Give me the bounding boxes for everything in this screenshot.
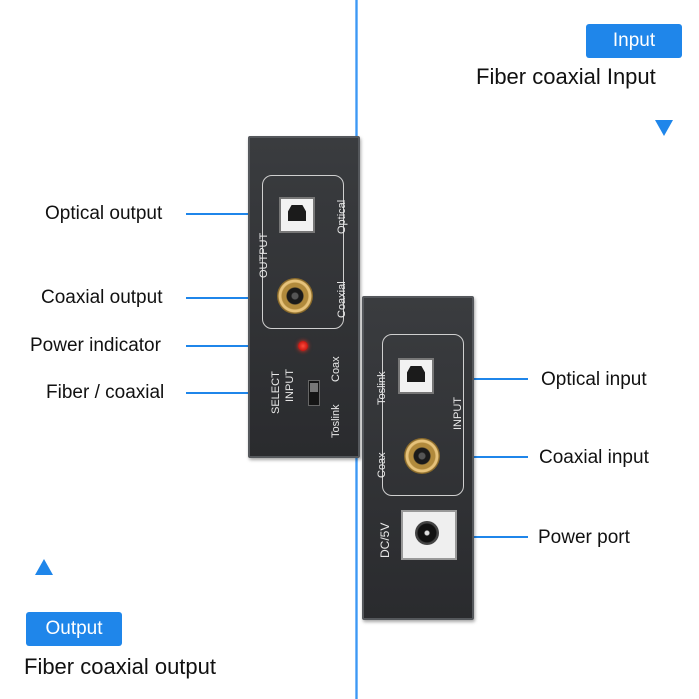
toslink-switch-text: Toslink [330, 404, 342, 438]
down-arrow-icon [655, 120, 673, 136]
toslink-input-text: Toslink [376, 371, 388, 405]
input-text: INPUT [284, 369, 296, 402]
optical-input-line [462, 378, 528, 380]
optical-output-line [186, 213, 272, 215]
power-indicator-label: Power indicator [30, 335, 161, 356]
fiber-coaxial-label: Fiber / coaxial [46, 382, 165, 403]
coaxial-input-line [462, 456, 528, 458]
output-title: Fiber coaxial output [24, 654, 216, 679]
select-text: SELECT [270, 371, 282, 414]
input-tag: Input [586, 24, 682, 58]
input-title: Fiber coaxial Input [476, 64, 656, 89]
dc-5v-text: DC/5V [378, 522, 392, 558]
coaxial-output-label: Coaxial output [41, 287, 163, 308]
input-select-switch[interactable] [308, 380, 320, 406]
output-tag: Output [26, 612, 122, 646]
coaxial-input-label: Coaxial input [539, 447, 649, 468]
input-label-text: INPUT [452, 397, 464, 430]
output-port-frame [262, 175, 344, 329]
coax-switch-text: Coax [330, 356, 342, 382]
coaxial-text: Coaxial [336, 281, 348, 318]
output-text: OUTPUT [258, 232, 270, 278]
coaxial-output-port [277, 278, 313, 314]
power-port-line [462, 536, 528, 538]
up-arrow-icon [35, 559, 53, 575]
dc-power-port [401, 510, 457, 560]
optical-input-port [398, 358, 434, 394]
power-port-label: Power port [538, 527, 630, 548]
optical-text: Optical [336, 199, 348, 234]
input-port-frame [382, 334, 464, 496]
coax-input-text: Coax [376, 452, 388, 478]
power-led [298, 341, 308, 351]
fiber-coaxial-line [186, 392, 304, 394]
power-indicator-line [186, 345, 294, 347]
optical-output-port [279, 197, 315, 233]
coaxial-output-line [186, 297, 270, 299]
optical-input-label: Optical input [541, 369, 647, 390]
coaxial-input-port [404, 438, 440, 474]
optical-output-label: Optical output [45, 203, 163, 224]
